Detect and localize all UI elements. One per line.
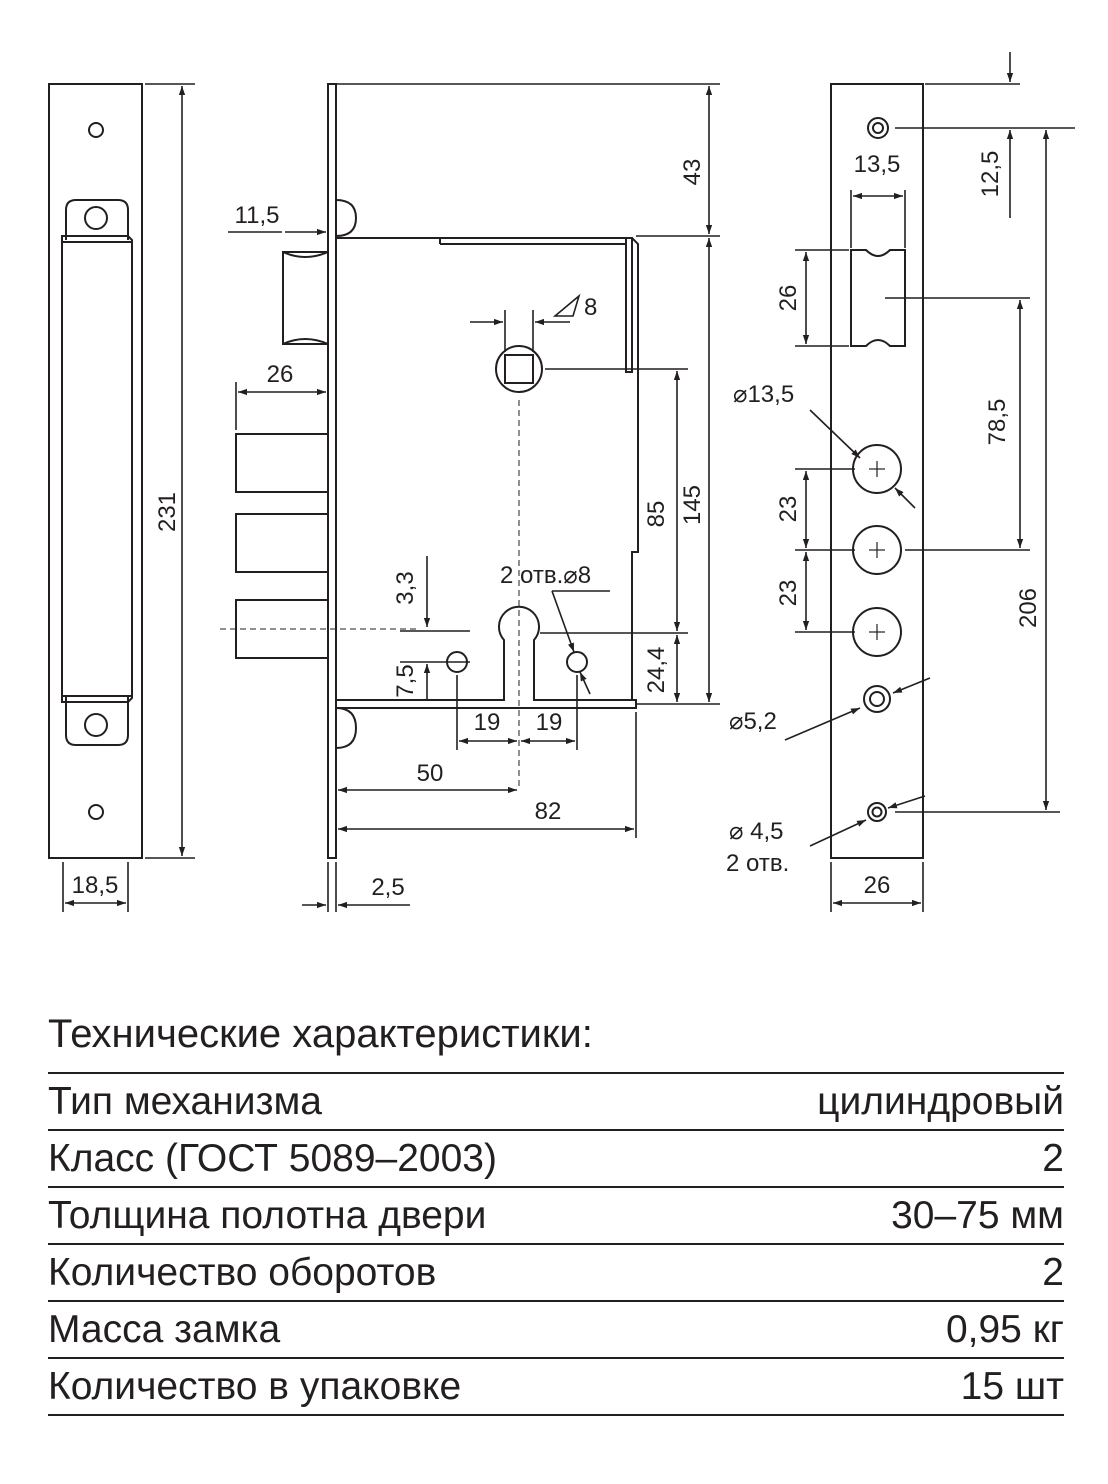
dim-206-label: 206 [1015,588,1042,628]
middle-dimensions [228,83,720,912]
strike-ear-top [65,199,129,240]
spindle-square [504,354,534,384]
screw-hole-bottom [867,802,887,822]
dim-23-a-label: 23 [775,496,802,523]
deadbolt-2 [235,513,329,573]
pin-top [335,199,358,237]
faceplate-outline [830,83,924,859]
dim-2-5-label: 2,5 [371,874,404,901]
dim-11-5-label: 11,5 [235,202,280,229]
dim-50-label: 50 [417,760,444,787]
dim-231 [62,83,195,912]
fixing-hole-right [566,651,588,673]
dim-24-4-label: 24,4 [643,647,670,694]
dim-19-b-label: 19 [536,709,563,736]
strike-plate-view [48,83,143,859]
spec-row: Тип механизма цилиндровый [48,1074,1064,1131]
spec-name: Тип механизма [48,1079,322,1123]
spindle-size-label: 8 [584,294,597,321]
dim-43-label: 43 [679,159,706,186]
latch-bolt [282,251,329,345]
spec-row: Количество в упаковке 15 шт [48,1359,1064,1416]
dim-82-label: 82 [535,798,562,825]
lock-drawing: 231 18,5 [48,52,1075,912]
specs-title: Технические характеристики: [48,1012,593,1056]
spec-name: Толщина полотна двери [48,1193,487,1237]
dia-4-5-label: ⌀ 4,5 [729,818,783,845]
spec-name: Количество оборотов [48,1250,437,1294]
spindle-hub [495,345,543,393]
spec-value: 2 [1042,1136,1064,1180]
dim-23-b-label: 23 [775,580,802,607]
spec-value: 30–75 мм [891,1193,1064,1237]
dim-85-label: 85 [643,501,670,528]
dim-18-5-label: 18,5 [72,872,119,899]
lock-case-outline [336,605,637,709]
dim-7-5-label: 7,5 [392,664,419,697]
strike-cavity [61,235,133,703]
mounting-hole-top [88,122,104,138]
screw-hole-top [867,117,889,139]
dim-231-label: 231 [154,492,181,532]
spec-name: Количество в упаковке [48,1364,462,1408]
deadbolt-1 [235,433,329,493]
dim-26-bottom-label: 26 [864,872,891,899]
spec-row: Класс (ГОСТ 5089–2003) 2 [48,1131,1064,1188]
strike-ear-bottom [65,695,129,746]
dim-26-slot-label: 26 [775,285,802,312]
dim-13-5-top-label: 13,5 [854,151,901,178]
fixing-holes-label: 2 отв.⌀8 [500,562,591,589]
pin-bottom [335,707,358,749]
spec-value: 2 [1042,1250,1064,1294]
spec-value: 15 шт [960,1364,1064,1408]
spec-row: Толщина полотна двери 30–75 мм [48,1188,1064,1245]
dim-19-a-label: 19 [474,709,501,736]
spec-name: Класс (ГОСТ 5089–2003) [48,1136,497,1180]
dim-145-label: 145 [679,485,706,525]
latch-slot [850,249,906,347]
dia-5-2-label: ⌀5,2 [729,708,777,735]
dia-13-5-label: ⌀13,5 [733,381,794,408]
faceplate-edge [327,83,337,859]
right-dimensions [784,52,1075,912]
dim-26-left-label: 26 [267,361,294,388]
spec-row: Масса замка 0,95 кг [48,1302,1064,1359]
strike-plate-outline [48,83,143,859]
lock-body-view [235,83,639,859]
spec-value: 0,95 кг [945,1307,1064,1351]
dim-78-5-label: 78,5 [984,399,1011,446]
holes-2-label: 2 отв. [726,850,789,877]
mounting-hole-bottom [88,804,104,820]
spec-name: Масса замка [48,1307,281,1351]
spec-value: цилиндровый [817,1079,1064,1123]
spec-row: Количество оборотов 2 [48,1245,1064,1302]
dim-3-3-label: 3,3 [392,571,419,604]
specs-table: Тип механизма цилиндровый Класс (ГОСТ 50… [48,1072,1064,1416]
hole-5-2 [863,685,891,713]
dim-12-5-label: 12,5 [977,151,1004,198]
